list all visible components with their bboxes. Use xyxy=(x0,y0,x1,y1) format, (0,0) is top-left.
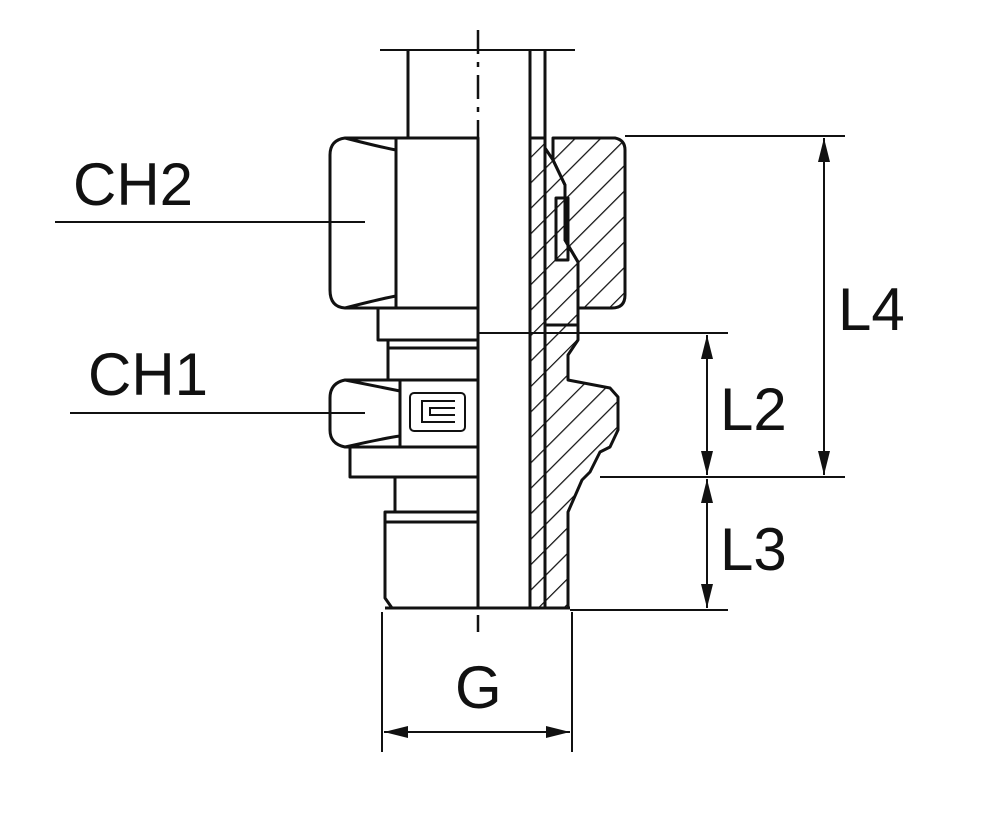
logo-mark-icon xyxy=(409,392,466,432)
collar xyxy=(348,445,480,514)
label-l3: L3 xyxy=(720,516,787,583)
threaded-end xyxy=(383,510,480,610)
dimensions xyxy=(384,138,830,738)
label-g: G xyxy=(455,654,502,721)
nut-ch2 xyxy=(328,136,480,310)
label-ch1: CH1 xyxy=(88,341,208,408)
section-view xyxy=(385,136,627,610)
label-l4: L4 xyxy=(838,276,905,343)
leaders xyxy=(55,221,365,414)
neck xyxy=(376,306,480,382)
hex-ch1 xyxy=(328,378,480,449)
label-l2: L2 xyxy=(720,376,787,443)
extension-lines xyxy=(381,135,845,752)
label-ch2: CH2 xyxy=(73,151,193,218)
